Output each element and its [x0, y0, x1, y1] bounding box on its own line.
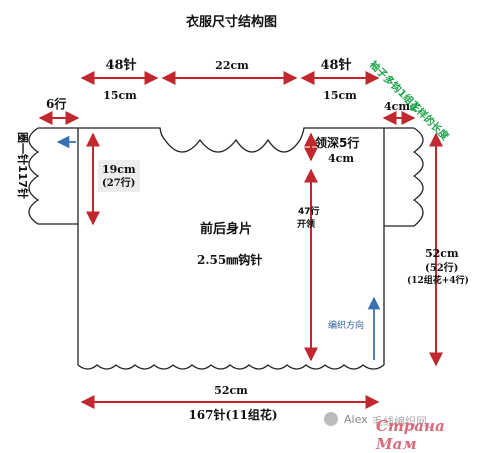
top-left-cm: 15cm	[103, 89, 137, 102]
top-center-cm: 22cm	[215, 59, 249, 72]
knit-direction: 编织方向	[328, 321, 365, 331]
body-name: 前后身片	[200, 222, 253, 237]
neck-depth-cm: 4cm	[328, 152, 354, 165]
watermark-brand: Страна Мам	[376, 417, 445, 453]
armhole-label-box	[98, 160, 140, 192]
top-dimension-arrows	[38, 71, 443, 409]
neck-depth-rows: 领深5行	[315, 136, 360, 150]
right-sleeve-cm: 4cm	[384, 100, 410, 113]
opening-label: 开领	[297, 220, 316, 230]
left-sleeve-rows: 6行	[46, 97, 67, 111]
top-right-stitches: 48针	[320, 58, 352, 73]
garment-outline	[28, 71, 443, 409]
watermark-text-left: Alex	[344, 413, 368, 426]
size-diagram: 衣服尺寸结构图 48针 15cm 22cm 48针 15cm 袖子多钩1组花样的…	[16, 15, 469, 453]
right-side-detail: (12组花+4行)	[407, 276, 469, 286]
left-sleeve-side-label: 圈一针117针	[16, 132, 29, 199]
bottom-cm: 52cm	[214, 384, 248, 397]
top-right-cm: 15cm	[323, 89, 357, 102]
right-side-rows: (52行)	[425, 263, 459, 274]
watermark-text-mid: 毛线编织网	[372, 415, 427, 428]
armhole-rows: (27行)	[102, 178, 136, 189]
armhole-cm: 19cm	[102, 163, 136, 176]
top-left-stitches: 48针	[105, 58, 137, 73]
watermark-badge-icon	[324, 412, 338, 426]
direction-arrows	[56, 135, 381, 360]
opening-rows: 47行	[298, 207, 320, 217]
sleeve-note-arrow	[410, 103, 418, 111]
right-side-cm: 52cm	[425, 247, 459, 260]
diagram-title: 衣服尺寸结构图	[186, 15, 278, 30]
hook-size: 2.55㎜钩针	[197, 253, 263, 267]
body-outline	[28, 127, 424, 370]
bottom-stitches: 167针(11组花)	[188, 408, 278, 422]
